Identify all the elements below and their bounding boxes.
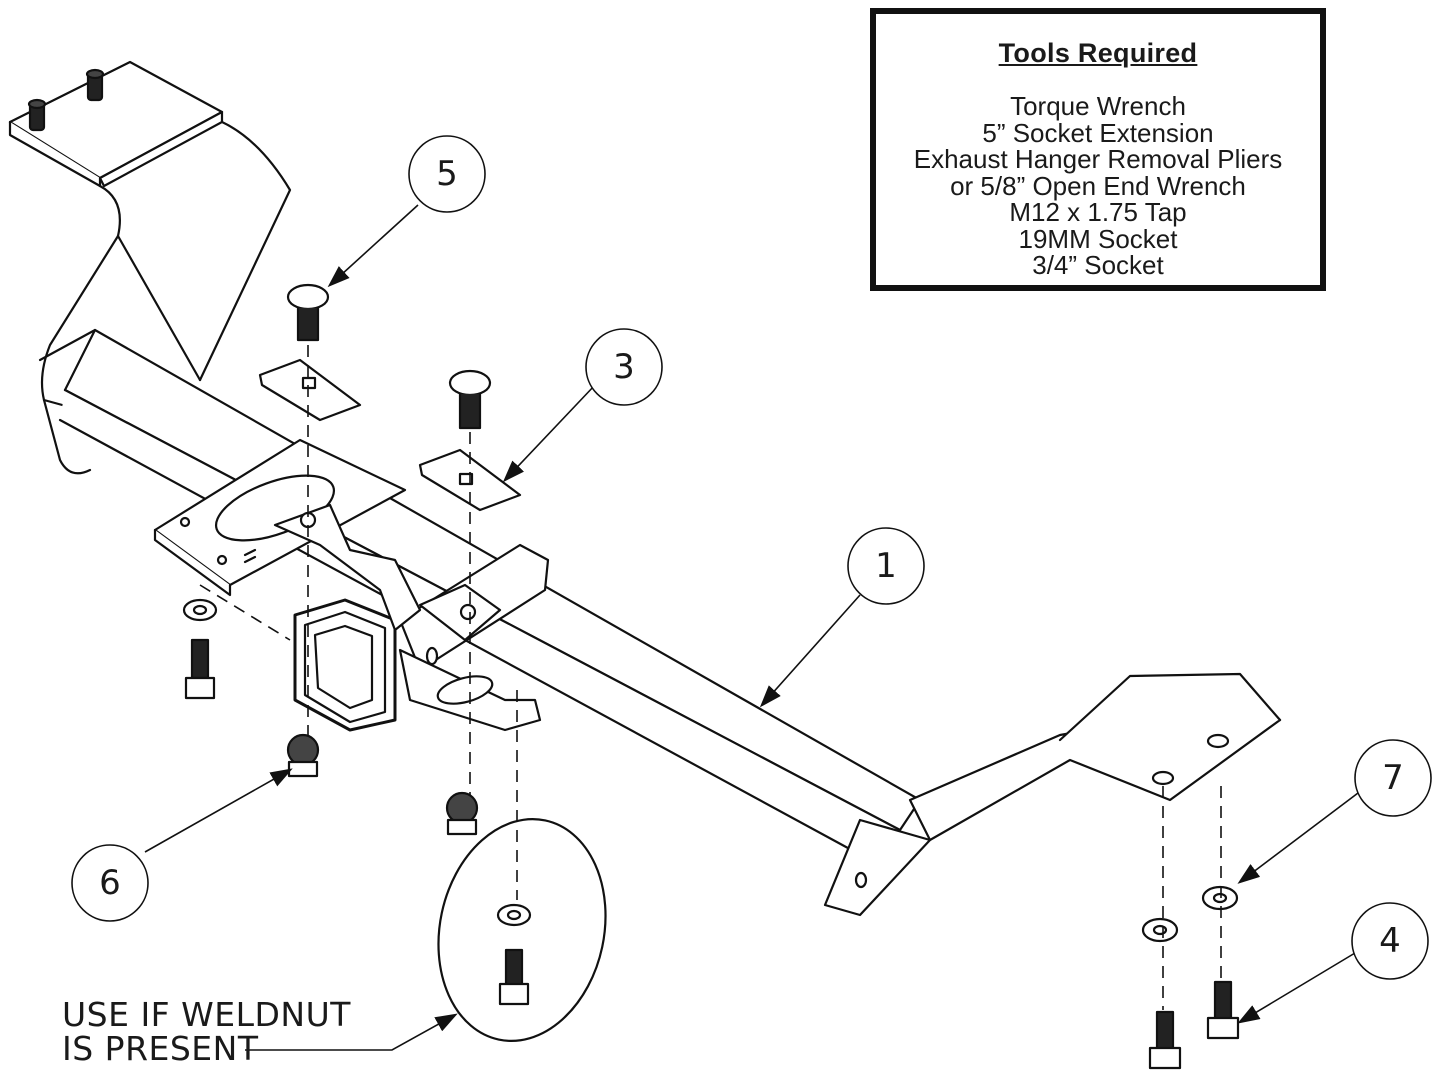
tools-list: Torque Wrench 5” Socket Extension Exhaus… (876, 93, 1320, 279)
tool-item: Torque Wrench (1010, 91, 1186, 121)
carriage-bolts (286, 283, 492, 430)
callout-circle-7 (1354, 739, 1432, 817)
callout-circle-6 (71, 844, 149, 922)
flange-nuts (286, 733, 479, 836)
weldnut-note: USE IF WELDNUT IS PRESENT (62, 998, 351, 1066)
tool-item: 19MM Socket (1018, 223, 1178, 254)
right-mounting-bracket (823, 672, 1282, 917)
tools-required-box: Tools Required Torque Wrench 5” Socket E… (870, 8, 1326, 291)
callout-label-6: 6 (99, 863, 121, 903)
callout-circle-1 (847, 527, 925, 605)
left-washer-bolt (182, 598, 218, 700)
assembly-lines (199, 345, 1222, 1010)
tool-item: or 5/8” Open End Wrench (950, 170, 1246, 201)
center-mount-plate (153, 438, 407, 597)
bracket-studs (27, 68, 105, 132)
tool-item: M12 x 1.75 Tap (1009, 197, 1187, 227)
weldnut-detail-ellipse (437, 818, 607, 1042)
callout-circle-5 (408, 135, 486, 213)
safety-chain-loop (273, 503, 502, 642)
tools-title: Tools Required (998, 38, 1198, 68)
callout-label-5: 5 (436, 154, 458, 194)
tool-item: 5” Socket Extension (982, 117, 1214, 148)
weldnut-note-line1: USE IF WELDNUT (62, 995, 351, 1034)
callout-label-1: 1 (875, 546, 897, 586)
callout-leaders (144, 204, 1363, 1051)
callout-label-7: 7 (1382, 758, 1404, 798)
callout-circle-4 (1351, 902, 1429, 980)
weldnut-note-line2: IS PRESENT (62, 1029, 259, 1068)
callout-label-3: 3 (613, 347, 635, 387)
callout-label-4: 4 (1379, 921, 1401, 961)
right-washers-bolts (1141, 885, 1240, 1070)
tool-item: 3/4” Socket (1032, 250, 1164, 280)
callout-circle-3 (585, 328, 663, 406)
tool-item: Exhaust Hanger Removal Pliers (913, 144, 1283, 174)
